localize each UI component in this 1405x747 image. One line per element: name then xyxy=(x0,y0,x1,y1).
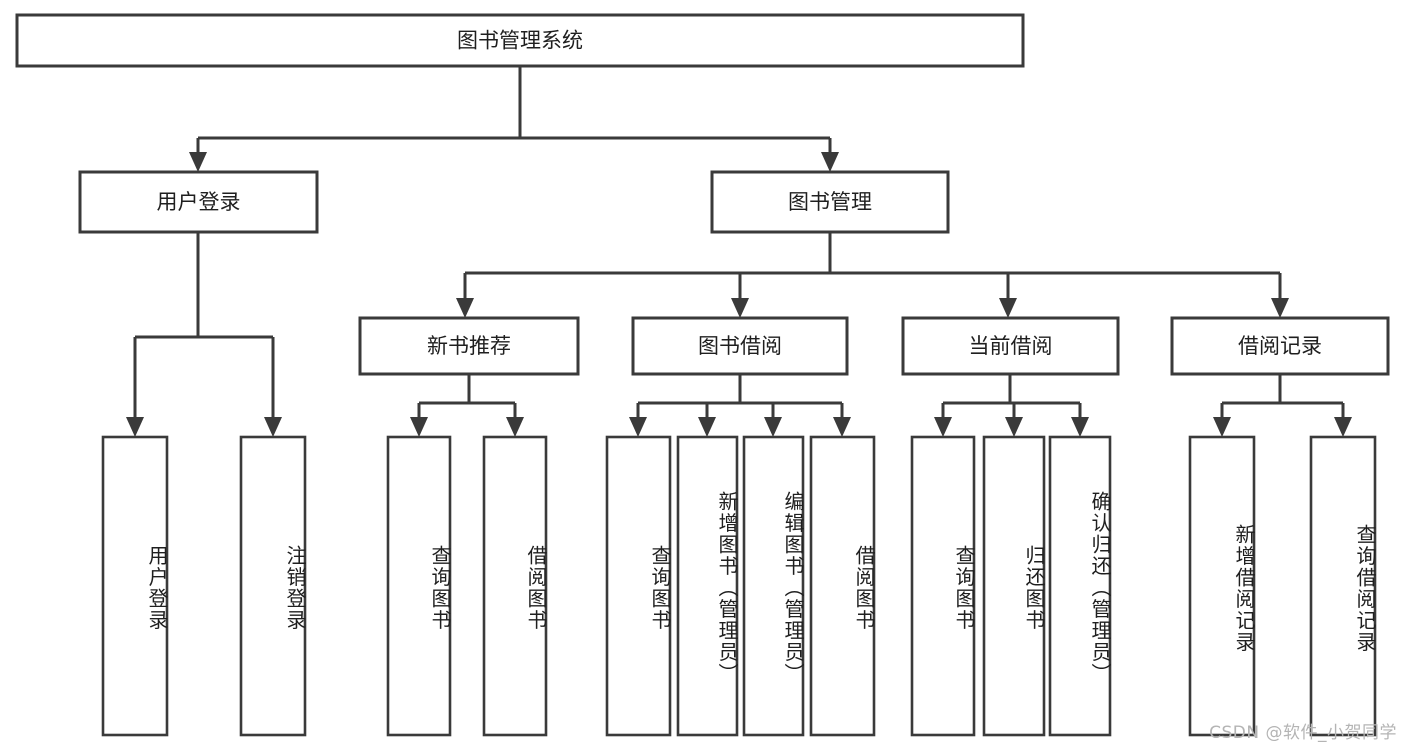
node-leaf-10[interactable]: 确认归还（管理员） xyxy=(1048,435,1112,737)
node-leaf-9[interactable]: 归还图书 xyxy=(982,435,1046,737)
node-box-leaf-4[interactable] xyxy=(605,435,672,737)
node-box-leaf-3[interactable] xyxy=(482,435,548,737)
arrow-book-manage-icon xyxy=(821,152,839,172)
node-level2-1[interactable]: 图书管理 xyxy=(710,170,950,234)
arrow-leaf-add-book-icon xyxy=(698,417,716,437)
node-box-leaf-7[interactable] xyxy=(809,435,876,737)
node-label-leaf-2: 查询图书 xyxy=(428,545,452,631)
node-label-wrap-leaf-3: 借阅图书 xyxy=(524,545,548,631)
node-label-root-0: 图书管理系统 xyxy=(457,29,583,53)
node-label-leaf-4: 查询图书 xyxy=(648,545,672,631)
node-leaf-2[interactable]: 查询图书 xyxy=(386,435,452,737)
arrow-leaf-query-record-icon xyxy=(1334,417,1352,437)
node-leaf-3[interactable]: 借阅图书 xyxy=(482,435,548,737)
node-label-level3-2: 当前借阅 xyxy=(969,334,1053,358)
node-label-level3-3: 借阅记录 xyxy=(1238,334,1322,358)
connector-layer xyxy=(126,66,1352,437)
node-label-leaf-0: 用户登录 xyxy=(145,545,169,631)
arrow-leaf-user-login-icon xyxy=(126,417,144,437)
node-leaf-8[interactable]: 查询图书 xyxy=(910,435,976,737)
arrow-book-borrow-icon xyxy=(731,298,749,318)
node-label-leaf-12: 查询借阅记录 xyxy=(1353,523,1377,653)
arrow-leaf-query-book-2-icon xyxy=(629,417,647,437)
node-label-wrap-leaf-4: 查询图书 xyxy=(648,545,672,631)
node-box-leaf-1[interactable] xyxy=(239,435,307,737)
node-label-wrap-leaf-11: 新增借阅记录 xyxy=(1232,523,1256,653)
node-label-leaf-8: 查询图书 xyxy=(952,545,976,631)
node-box-leaf-12[interactable] xyxy=(1309,435,1377,737)
node-box-leaf-10[interactable] xyxy=(1048,435,1112,737)
arrow-leaf-return-book-icon xyxy=(1005,417,1023,437)
node-label-level3-1: 图书借阅 xyxy=(698,334,782,358)
node-label-wrap-leaf-2: 查询图书 xyxy=(428,545,452,631)
arrow-leaf-query-book-1-icon xyxy=(410,417,428,437)
node-level3-0[interactable]: 新书推荐 xyxy=(358,316,580,376)
node-level3-2[interactable]: 当前借阅 xyxy=(901,316,1120,376)
node-leaf-6[interactable]: 编辑图书（管理员） xyxy=(742,435,805,737)
node-box-leaf-8[interactable] xyxy=(910,435,976,737)
csdn-watermark: CSDN @软件_小贺同学 xyxy=(1209,723,1397,743)
node-leaf-4[interactable]: 查询图书 xyxy=(605,435,672,737)
node-label-wrap-leaf-8: 查询图书 xyxy=(952,545,976,631)
node-label-level2-0: 用户登录 xyxy=(157,190,241,214)
arrow-new-book-icon xyxy=(456,298,474,318)
node-label-wrap-leaf-10: 确认归还（管理员） xyxy=(1088,491,1112,685)
node-label-leaf-1: 注销登录 xyxy=(283,545,307,631)
node-label-leaf-11: 新增借阅记录 xyxy=(1232,523,1256,653)
node-leaf-7[interactable]: 借阅图书 xyxy=(809,435,876,737)
node-leaf-11[interactable]: 新增借阅记录 xyxy=(1188,435,1256,737)
node-leaf-1[interactable]: 注销登录 xyxy=(239,435,307,737)
node-label-leaf-6: 编辑图书（管理员） xyxy=(781,491,805,685)
node-label-wrap-leaf-5: 新增图书（管理员） xyxy=(715,491,739,685)
node-box-level2-0[interactable] xyxy=(78,170,319,234)
node-label-wrap-leaf-12: 查询借阅记录 xyxy=(1353,523,1377,653)
node-level3-3[interactable]: 借阅记录 xyxy=(1170,316,1390,376)
arrow-leaf-query-book-3-icon xyxy=(934,417,952,437)
node-box-root-0[interactable] xyxy=(15,13,1025,68)
node-label-wrap-leaf-6: 编辑图书（管理员） xyxy=(781,491,805,685)
node-leaf-5[interactable]: 新增图书（管理员） xyxy=(676,435,739,737)
node-box-level3-3[interactable] xyxy=(1170,316,1390,376)
arrow-leaf-logout-icon xyxy=(264,417,282,437)
node-label-leaf-9: 归还图书 xyxy=(1022,545,1046,631)
arrow-leaf-borrow-book-2-icon xyxy=(833,417,851,437)
node-box-level3-0[interactable] xyxy=(358,316,580,376)
arrow-leaf-add-record-icon xyxy=(1213,417,1231,437)
arrow-user-login-icon xyxy=(189,152,207,172)
node-root-0[interactable]: 图书管理系统 xyxy=(15,13,1025,68)
node-label-wrap-leaf-0: 用户登录 xyxy=(145,545,169,631)
node-label-wrap-leaf-7: 借阅图书 xyxy=(852,545,876,631)
node-label-leaf-10: 确认归还（管理员） xyxy=(1088,491,1112,685)
node-box-level3-1[interactable] xyxy=(631,316,849,376)
node-box-leaf-5[interactable] xyxy=(676,435,739,737)
node-leaf-12[interactable]: 查询借阅记录 xyxy=(1309,435,1377,737)
node-label-leaf-5: 新增图书（管理员） xyxy=(715,491,739,685)
arrow-leaf-borrow-book-1-icon xyxy=(506,417,524,437)
node-label-leaf-7: 借阅图书 xyxy=(852,545,876,631)
node-level3-1[interactable]: 图书借阅 xyxy=(631,316,849,376)
arrow-leaf-edit-book-icon xyxy=(764,417,782,437)
node-box-leaf-9[interactable] xyxy=(982,435,1046,737)
arrow-leaf-confirm-return-icon xyxy=(1071,417,1089,437)
node-box-leaf-0[interactable] xyxy=(101,435,169,737)
node-box-leaf-6[interactable] xyxy=(742,435,805,737)
node-label-wrap-leaf-9: 归还图书 xyxy=(1022,545,1046,631)
arrow-borrow-record-icon xyxy=(1271,298,1289,318)
node-level2-0[interactable]: 用户登录 xyxy=(78,170,319,234)
arrow-current-borrow-icon xyxy=(999,298,1017,318)
node-leaf-0[interactable]: 用户登录 xyxy=(101,435,169,737)
node-label-level3-0: 新书推荐 xyxy=(427,334,511,358)
node-label-level2-1: 图书管理 xyxy=(788,190,872,214)
node-box-leaf-11[interactable] xyxy=(1188,435,1256,737)
node-label-leaf-3: 借阅图书 xyxy=(524,545,548,631)
node-box-level3-2[interactable] xyxy=(901,316,1120,376)
node-box-leaf-2[interactable] xyxy=(386,435,452,737)
node-box-level2-1[interactable] xyxy=(710,170,950,234)
node-label-wrap-leaf-1: 注销登录 xyxy=(283,545,307,631)
